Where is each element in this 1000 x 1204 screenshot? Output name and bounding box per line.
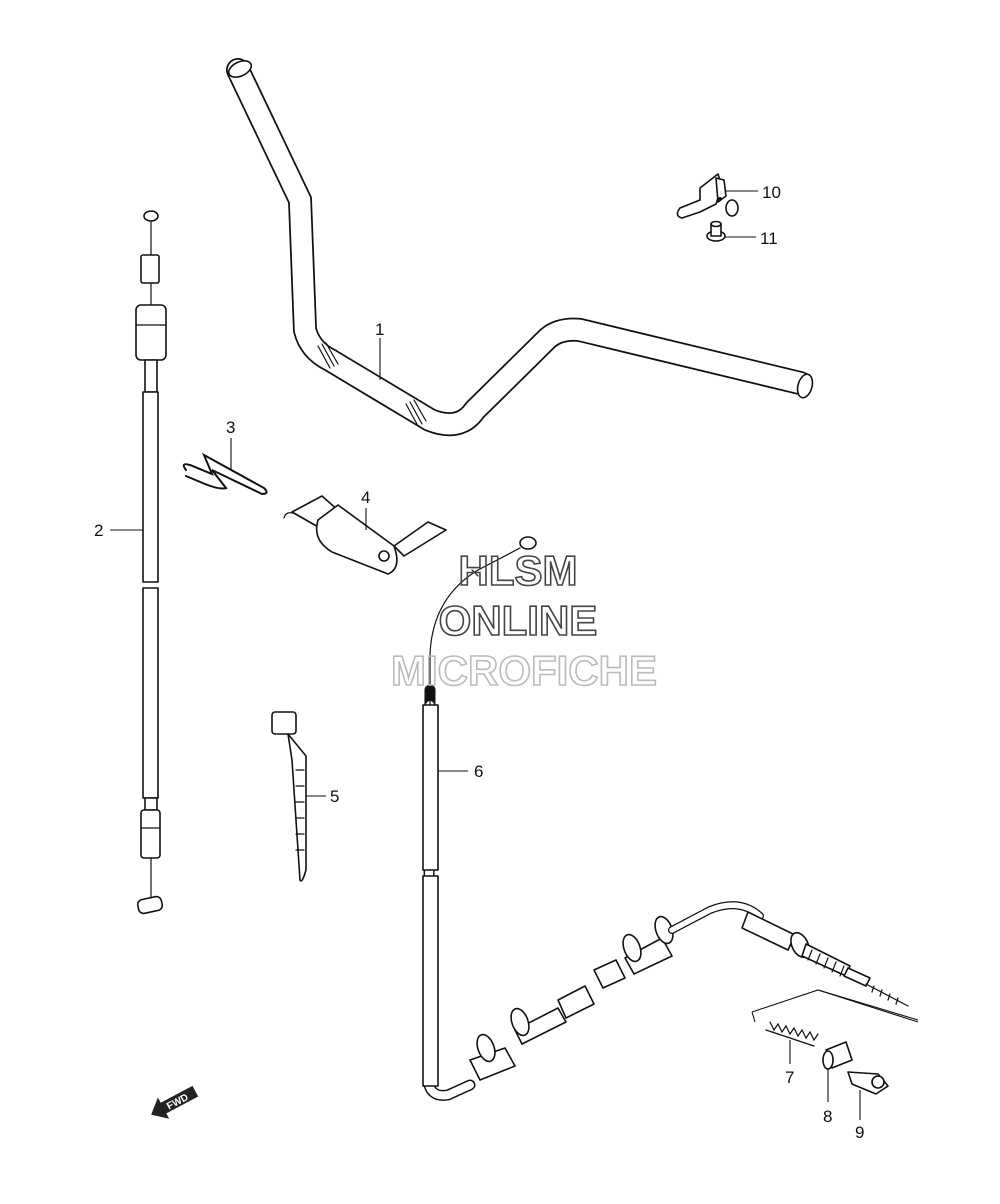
clamp-bracket-part-10[interactable] [676,173,739,219]
handlebar-part-1[interactable] [226,58,815,437]
fwd-arrow: FWD [151,1085,199,1119]
spring-part-7[interactable] [765,1021,819,1047]
cable-tie-part-5[interactable] [271,711,307,882]
callout-5: 5 [330,787,339,806]
callout-2: 2 [94,521,103,540]
callout-3: 3 [226,418,235,437]
callout-4: 4 [361,488,370,507]
fwd-arrow-icon [151,1085,199,1119]
throttle-cable-part-6[interactable] [422,536,909,1101]
fwd-label: FWD [165,1092,190,1112]
watermark: HLSM ONLINE MICROFICHE [390,546,658,695]
cable-clamp-part-4[interactable] [283,495,447,575]
callout-11: 11 [760,229,778,248]
wire-clip-part-3[interactable] [182,452,268,496]
detail-group-box [751,989,919,1023]
callout-1: 1 [375,320,384,339]
watermark-line-2: ONLINE [439,597,598,644]
callout-9: 9 [855,1123,864,1142]
callout-8: 8 [823,1107,832,1126]
holder-part-9[interactable] [847,1071,889,1095]
collar-part-8[interactable] [822,1041,853,1070]
clutch-cable-part-2[interactable] [135,210,167,915]
leader-lines [110,190,861,1120]
callout-7: 7 [785,1068,794,1087]
watermark-line-3: MICROFICHE [391,647,657,694]
watermark-line-1: HLSM [459,547,578,594]
bolt-part-11[interactable] [706,220,726,242]
callout-10: 10 [762,183,781,202]
callout-6: 6 [474,762,483,781]
